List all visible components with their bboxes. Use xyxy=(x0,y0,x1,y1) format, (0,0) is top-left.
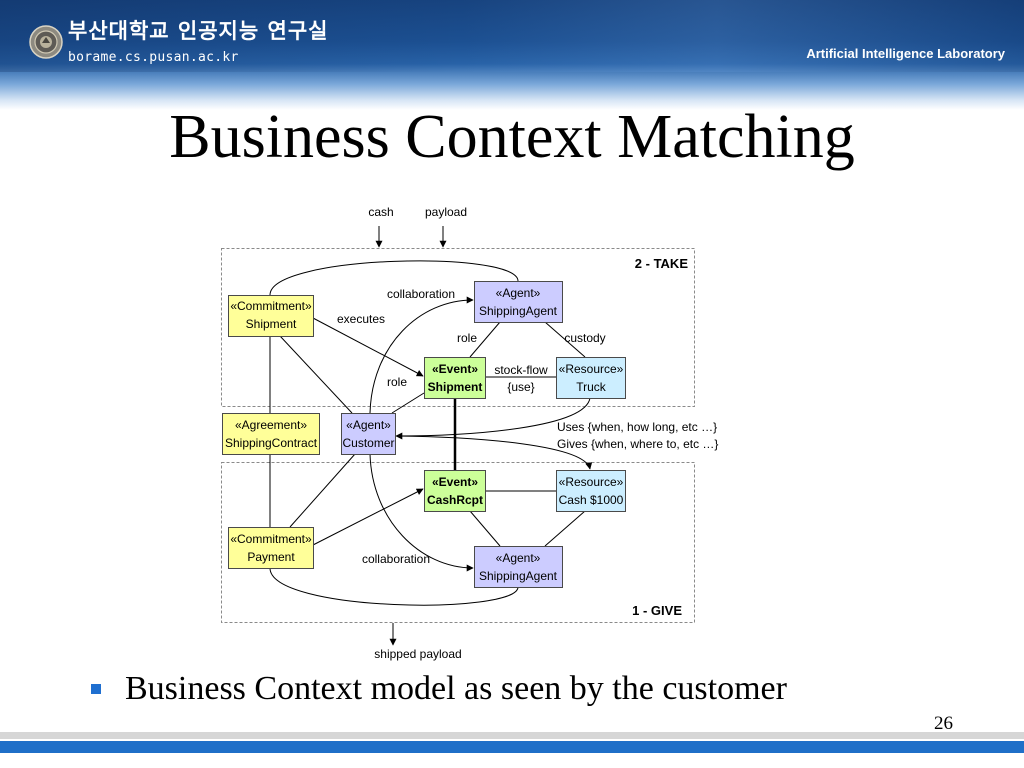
event-shipment-box: «Event» Shipment xyxy=(424,357,486,399)
commitment-shipment-stereotype: «Commitment» xyxy=(230,299,312,313)
event-cashrcpt-stereotype: «Event» xyxy=(432,475,478,489)
label-uses: Uses {when, how long, etc …} xyxy=(557,420,717,434)
give-zone xyxy=(221,462,695,623)
executes-shipment-arrow xyxy=(312,317,424,377)
agent-shipping-take-stereotype: «Agent» xyxy=(496,286,541,300)
label-executes: executes xyxy=(337,312,385,326)
agreement-rect xyxy=(222,413,320,455)
input-label-payload: payload xyxy=(425,205,467,219)
agent-customer-name: Customer xyxy=(342,436,394,450)
input-label-cash: cash xyxy=(368,205,393,219)
agent-shipping-give-box: «Agent» ShippingAgent xyxy=(474,546,563,588)
event-shipment-stereotype: «Event» xyxy=(432,362,478,376)
bullet-square-icon xyxy=(91,684,101,694)
event-cashrcpt-rect xyxy=(424,470,486,512)
header-banner: 부산대학교 인공지능 연구실 borame.cs.pusan.ac.kr Art… xyxy=(0,0,1024,110)
custody-truck-agent-line xyxy=(544,321,586,358)
resource-cash-stereotype: «Resource» xyxy=(559,475,624,489)
label-collaboration-give: collaboration xyxy=(362,552,430,566)
agent-shipping-take-name: ShippingAgent xyxy=(479,304,558,318)
collaboration-take-arrow xyxy=(369,296,474,414)
agent-customer-stereotype: «Agent» xyxy=(346,418,391,432)
event-shipment-rect xyxy=(424,357,486,399)
commitment-shipment-box: «Commitment» Shipment xyxy=(228,295,314,337)
slide-title: Business Context Matching xyxy=(169,103,855,171)
resource-truck-name: Truck xyxy=(576,380,607,394)
commitment-payment-name: Payment xyxy=(247,550,295,564)
output-label-shipped-payload: shipped payload xyxy=(374,647,461,661)
commitment-payment-rect xyxy=(228,527,314,569)
emblem-mark xyxy=(42,37,50,43)
bullet-item-text: Business Context model as seen by the cu… xyxy=(125,670,787,707)
resource-truck-box: «Resource» Truck xyxy=(556,357,626,399)
agent-customer-rect xyxy=(341,413,396,455)
lab-name-english: Artificial Intelligence Laboratory xyxy=(806,46,1005,61)
give-zone-label: 1 - GIVE xyxy=(632,603,682,618)
role-shipment-agent-line xyxy=(469,321,501,358)
resource-cash-rect xyxy=(556,470,626,512)
label-gives: Gives {when, where to, etc …} xyxy=(557,437,718,451)
reciprocity-arc-take xyxy=(269,260,519,296)
footer-gray-band xyxy=(0,732,1024,739)
label-collaboration-take: collaboration xyxy=(387,287,455,301)
lab-url: borame.cs.pusan.ac.kr xyxy=(68,50,239,65)
reciprocity-arc-give xyxy=(269,567,519,606)
agreement-box: «Agreement» ShippingContract xyxy=(222,413,320,455)
agent-shipping-take-box: «Agent» ShippingAgent xyxy=(474,281,563,323)
agent-shipping-give-name: ShippingAgent xyxy=(479,569,558,583)
label-role-customer: role xyxy=(387,375,407,389)
resource-truck-rect xyxy=(556,357,626,399)
resource-cash-name: Cash $1000 xyxy=(559,493,624,507)
commitment-payment-stereotype: «Commitment» xyxy=(230,532,312,546)
label-use: {use} xyxy=(507,380,534,394)
event-cashrcpt-name: CashRcpt xyxy=(427,493,483,507)
uses-truck-customer-arrow xyxy=(395,397,591,440)
resource-cash-box: «Resource» Cash $1000 xyxy=(556,470,626,512)
commitment-payment-box: «Commitment» Payment xyxy=(228,527,314,569)
lab-name-korean: 부산대학교 인공지능 연구실 xyxy=(68,19,329,43)
label-role-agent: role xyxy=(457,331,477,345)
label-custody: custody xyxy=(564,331,605,345)
page-number: 26 xyxy=(934,713,953,734)
take-zone xyxy=(221,248,695,407)
collaboration-give-arrow xyxy=(369,453,474,572)
agreement-name: ShippingContract xyxy=(225,436,318,450)
executes-payment-arrow xyxy=(312,488,424,546)
resource-truck-stereotype: «Resource» xyxy=(559,362,624,376)
take-zone-label: 2 - TAKE xyxy=(635,256,689,271)
agent-customer-box: «Agent» Customer xyxy=(341,413,396,455)
event-cashrcpt-box: «Event» CashRcpt xyxy=(424,470,486,512)
agent-shipping-give-rect xyxy=(474,546,563,588)
agent-shipping-take-rect xyxy=(474,281,563,323)
role-customer-shipment-line xyxy=(391,392,425,414)
commitment-shipment-name: Shipment xyxy=(246,317,297,331)
label-stock-flow: stock-flow xyxy=(494,363,548,377)
footer-blue-band xyxy=(0,741,1024,753)
commitment-payment-customer-line xyxy=(289,453,356,528)
commitment-shipment-rect xyxy=(228,295,314,337)
gives-customer-cash-arrow xyxy=(395,435,593,470)
agreement-stereotype: «Agreement» xyxy=(235,418,307,432)
agent-shipping-give-stereotype: «Agent» xyxy=(496,551,541,565)
header-banner-shade xyxy=(0,0,1024,72)
custody-cash-agent-line xyxy=(544,510,586,547)
university-emblem-icon xyxy=(29,25,63,59)
commitment-shipment-customer-line xyxy=(279,335,353,414)
role-cashrcpt-agent-line xyxy=(469,510,501,547)
event-shipment-name: Shipment xyxy=(428,380,483,394)
